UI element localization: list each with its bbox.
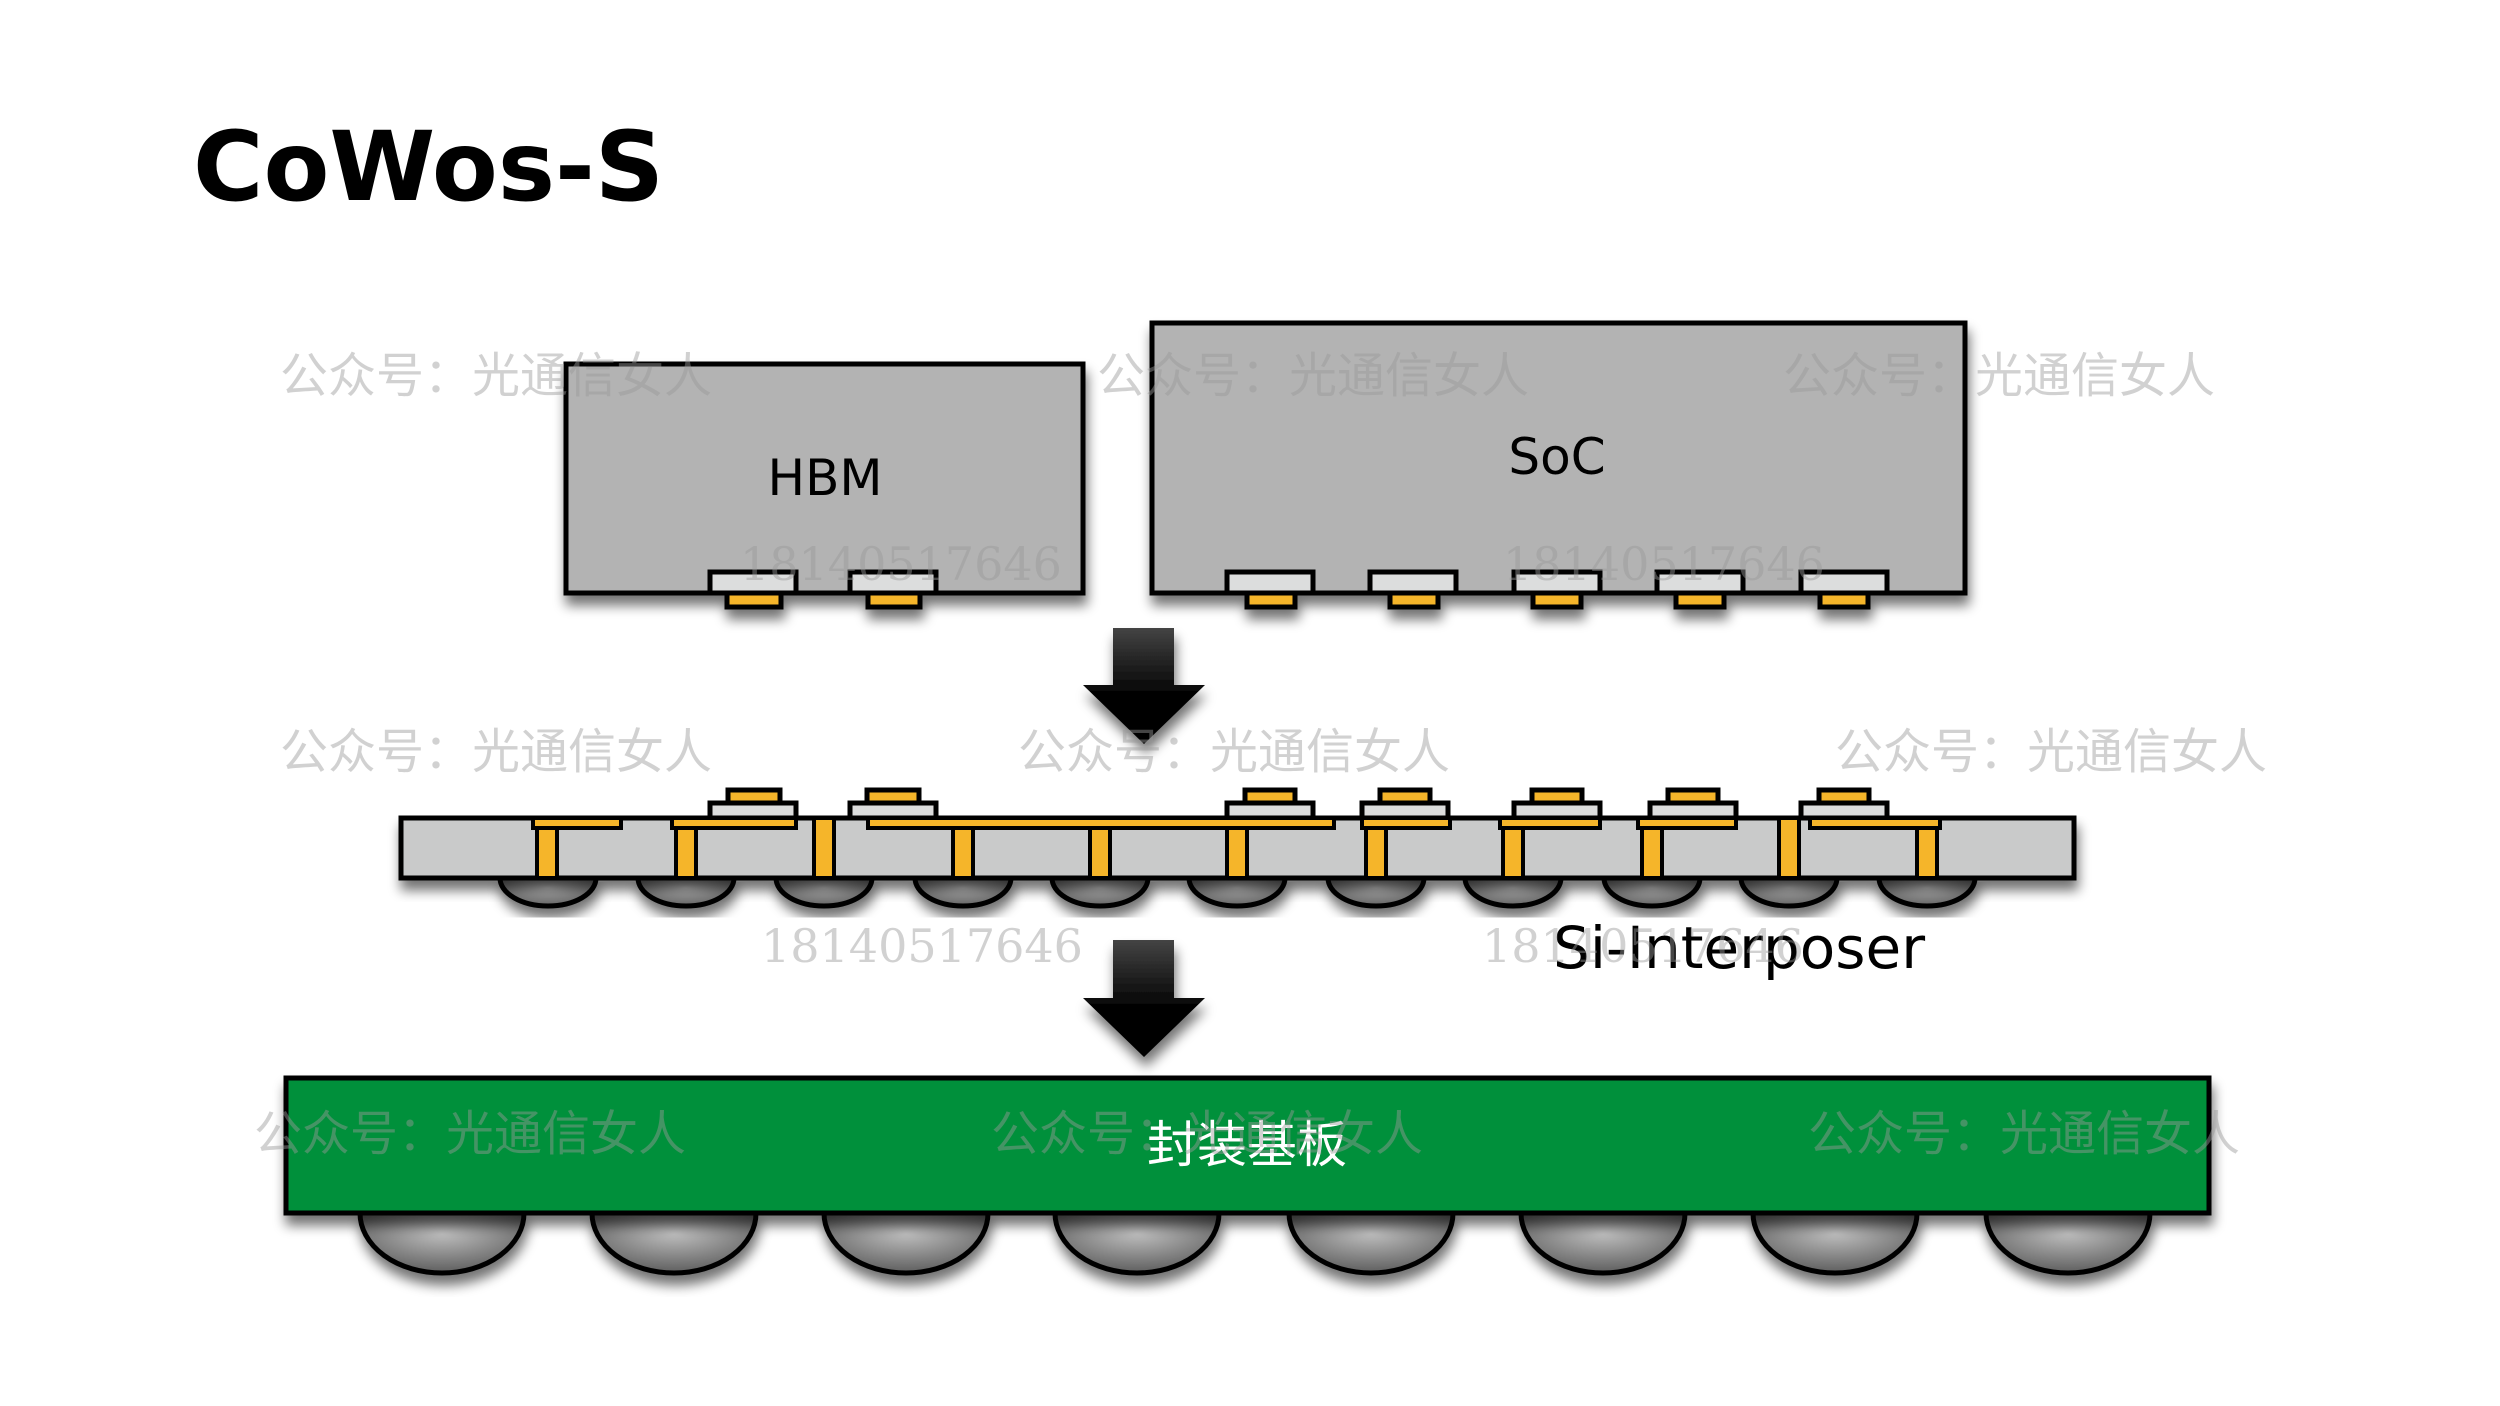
watermark-number: 18140517646 [740,537,1062,591]
interposer-bump [864,787,922,806]
tsv [1640,826,1664,880]
interposer-bump [1529,787,1585,806]
watermark-account: 公众号：光通信女人 [1018,724,1450,780]
watermark-number: 18140517646 [1482,919,1804,973]
soc-label: SoC [1508,428,1605,486]
watermark-account: 公众号：光通信女人 [1097,348,1529,404]
soc-pad [1224,569,1316,596]
interposer-bumps [497,875,1978,909]
microbump [1601,875,1703,909]
solder-ball [1750,1210,1920,1276]
soc-die [1149,320,1968,596]
interposer-tsvs [535,816,1939,880]
si-interposer [398,787,2077,909]
microbump [1738,875,1840,909]
watermark-account: 公众号：光通信女人 [1808,1106,2240,1162]
microbump [635,875,737,909]
watermark-number: 18140517646 [1503,537,1825,591]
solder-ball [589,1210,759,1276]
hbm-die [563,361,1086,596]
rdl-trace [1636,816,1738,830]
solder-ball [1518,1210,1688,1276]
tsv [674,826,698,880]
package-substrate [283,1075,2212,1276]
tsv [535,826,559,880]
watermark-number: 18140517646 [761,919,1083,973]
solder-ball [821,1210,991,1276]
hbm-chip [563,361,1086,610]
solder-ball [1286,1210,1456,1276]
hbm-pad [847,569,939,596]
solder-ball [357,1210,527,1276]
page-title: CoWos-S [193,111,664,223]
rdl-trace [670,816,798,830]
substrate-label: 封装基板 [1147,1116,1347,1174]
soc-pad [1511,569,1603,596]
hbm-label: HBM [767,449,882,507]
arrow-down-icon [1083,628,1205,744]
interposer-pad-bump [1377,787,1433,806]
watermarks: 公众号：光通信女人 公众号：光通信女人 公众号：光通信女人 公众号：光通信女人 … [254,348,2267,1162]
rdl-trace [1498,816,1602,830]
solder-ball [1983,1210,2153,1276]
substrate-balls [357,1210,2153,1276]
tsv [1225,826,1249,880]
watermark-account: 公众号：光通信女人 [280,348,712,404]
microbump [773,875,875,909]
rdl-trace [1360,816,1452,830]
substrate-body [283,1075,2212,1216]
soc-pad [1798,569,1890,596]
interposer-label: Si-Interposer [1553,914,1925,982]
microbump [912,875,1014,909]
tsv [1777,816,1801,880]
microbump [1049,875,1151,909]
interposer-bump [725,787,783,806]
arrow-down-icon [1083,940,1205,1057]
soc-pad [1654,569,1746,596]
microbump [1462,875,1564,909]
tsv [1501,826,1525,880]
watermark-account: 公众号：光通信女人 [280,724,712,780]
hbm-pad [707,569,799,596]
rdl-trace [1808,816,1942,830]
watermark-account: 公众号：光通信女人 [991,1106,1423,1162]
interposer-bump [1665,787,1721,806]
watermark-account: 公众号：光通信女人 [254,1106,686,1162]
tsv [1915,826,1939,880]
watermark-account: 公众号：光通信女人 [1835,724,2267,780]
interposer-rdl [531,816,1942,830]
microbump [497,875,599,909]
interposer-top-pads [707,787,1890,821]
rdl-trace [531,816,623,830]
watermark-account: 公众号：光通信女人 [1783,348,2215,404]
interposer-bump [1816,787,1872,806]
tsv [951,826,975,880]
microbump [1876,875,1978,909]
microbump [1325,875,1427,909]
soc-chip [1149,320,1968,610]
tsv [1088,826,1112,880]
microbump [1186,875,1288,909]
soc-pad [1367,569,1459,596]
interposer-bump [1242,787,1298,806]
solder-ball [1052,1210,1222,1276]
tsv [812,816,836,880]
tsv [1364,826,1388,880]
